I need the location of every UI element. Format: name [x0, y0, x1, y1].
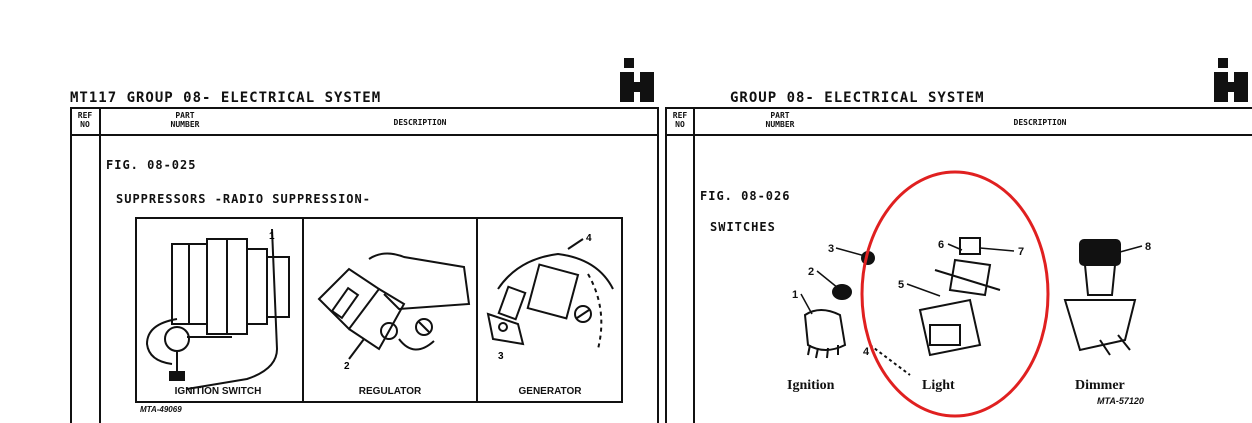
ignition-switch-illustration: 1: [145, 228, 290, 390]
fig-subtitle: SUPPRESSORS -RADIO SUPPRESSION-: [116, 192, 371, 206]
callout-5: 5: [898, 279, 904, 291]
caption-ignition-switch: IGNITION SWITCH: [174, 386, 262, 397]
callout-6: 6: [938, 239, 944, 251]
col-desc-header: DESCRIPTION: [393, 118, 447, 127]
callout-8: 8: [1145, 241, 1151, 253]
ih-logo-icon: [620, 58, 654, 102]
callout-2: 2: [344, 361, 350, 372]
fig-number: FIG. 08-025: [106, 158, 197, 172]
generator-illustration: 4 3: [486, 233, 614, 362]
regulator-illustration: 2: [317, 252, 471, 372]
fig-subtitle: SWITCHES: [710, 220, 776, 234]
caption-ignition: Ignition: [787, 378, 835, 393]
switches-illustration: 3 2 1 4 5 6 7 8: [792, 237, 1151, 376]
callout-3: 3: [498, 351, 504, 362]
figure-code: MTA-57120: [1097, 396, 1144, 406]
caption-generator: GENERATOR: [518, 386, 582, 397]
callout-4: 4: [586, 233, 592, 244]
page-header: GROUP 08- ELECTRICAL SYSTEM: [730, 90, 985, 106]
ih-logo-icon: [1214, 58, 1248, 102]
callout-1: 1: [269, 231, 275, 242]
callout-3: 3: [828, 243, 834, 255]
caption-regulator: REGULATOR: [358, 386, 422, 397]
caption-light: Light: [922, 378, 955, 393]
col-desc-header: DESCRIPTION: [1013, 118, 1067, 127]
callout-1: 1: [792, 289, 798, 301]
callout-7: 7: [1018, 246, 1024, 258]
callout-2: 2: [808, 266, 814, 278]
fig-number: FIG. 08-026: [700, 189, 791, 203]
callout-4: 4: [863, 346, 870, 358]
figure-frame: [135, 217, 623, 403]
page-header: MT117 GROUP 08- ELECTRICAL SYSTEM: [70, 90, 382, 106]
caption-dimmer: Dimmer: [1075, 378, 1125, 393]
figure-code: MTA-49069: [140, 405, 182, 414]
highlight-circle: [860, 170, 1050, 418]
